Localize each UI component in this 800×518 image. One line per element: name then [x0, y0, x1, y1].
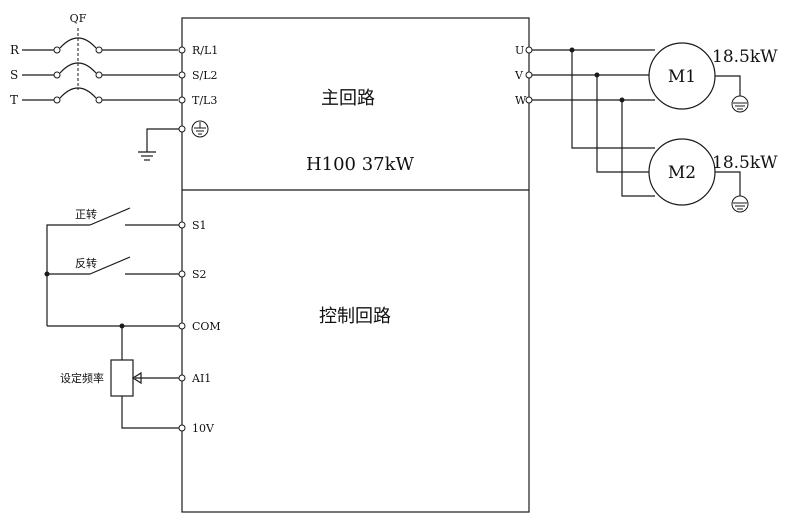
terminal-s-l2 — [178, 71, 186, 79]
potentiometer — [110, 326, 179, 429]
terminal-label-s2: S2 — [192, 268, 207, 281]
inverter-model: H100 37kW — [306, 154, 415, 175]
terminal-label-t-l3: T/L3 — [192, 94, 217, 107]
terminal-label-com: COM — [192, 320, 221, 333]
terminal-v — [525, 71, 533, 79]
terminal-10v — [178, 424, 186, 432]
terminal-pe — [178, 125, 186, 133]
reverse-switch — [44, 256, 179, 277]
input-label-r: R — [10, 43, 20, 57]
terminal-label-w: W — [515, 94, 527, 107]
potentiometer-label: 设定频率 — [60, 371, 104, 385]
motor-m2-ground — [715, 171, 749, 213]
terminal-label-s1: S1 — [192, 219, 207, 232]
motor-m1-rating: 18.5kW — [712, 47, 778, 67]
terminal-r-l1 — [178, 46, 186, 54]
motor-m1-ground — [715, 75, 749, 113]
motor-m2-label: M2 — [668, 163, 696, 183]
input-label-t: T — [10, 93, 18, 107]
terminal-label-10v: 10V — [192, 422, 215, 435]
terminal-label-ai1: AI1 — [191, 372, 211, 385]
breaker-qf — [22, 28, 178, 104]
terminal-s1 — [178, 221, 186, 229]
inverter-box — [181, 17, 530, 513]
motor-m2-rating: 18.5kW — [712, 153, 778, 173]
terminal-w — [525, 96, 533, 104]
terminal-com — [178, 322, 186, 330]
breaker-label: QF — [70, 12, 87, 25]
terminal-label-r-l1: R/L1 — [192, 44, 218, 57]
motor-wiring — [532, 47, 655, 197]
forward-switch — [46, 207, 179, 326]
terminal-label-v: V — [514, 69, 524, 82]
terminal-ai1 — [178, 374, 186, 382]
terminal-s2 — [178, 270, 186, 278]
main-circuit-title: 主回路 — [321, 88, 375, 109]
terminal-label-u: U — [515, 44, 524, 57]
motor-m1-label: M1 — [668, 67, 696, 87]
forward-switch-label: 正转 — [75, 207, 97, 221]
ground-terminal-icon — [191, 120, 209, 138]
control-circuit-title: 控制回路 — [319, 306, 391, 327]
ground-icon — [138, 128, 179, 161]
reverse-switch-label: 反转 — [75, 256, 97, 270]
terminal-label-s-l2: S/L2 — [192, 69, 218, 82]
input-label-s: S — [10, 68, 18, 82]
terminal-u — [525, 46, 533, 54]
terminal-t-l3 — [178, 96, 186, 104]
